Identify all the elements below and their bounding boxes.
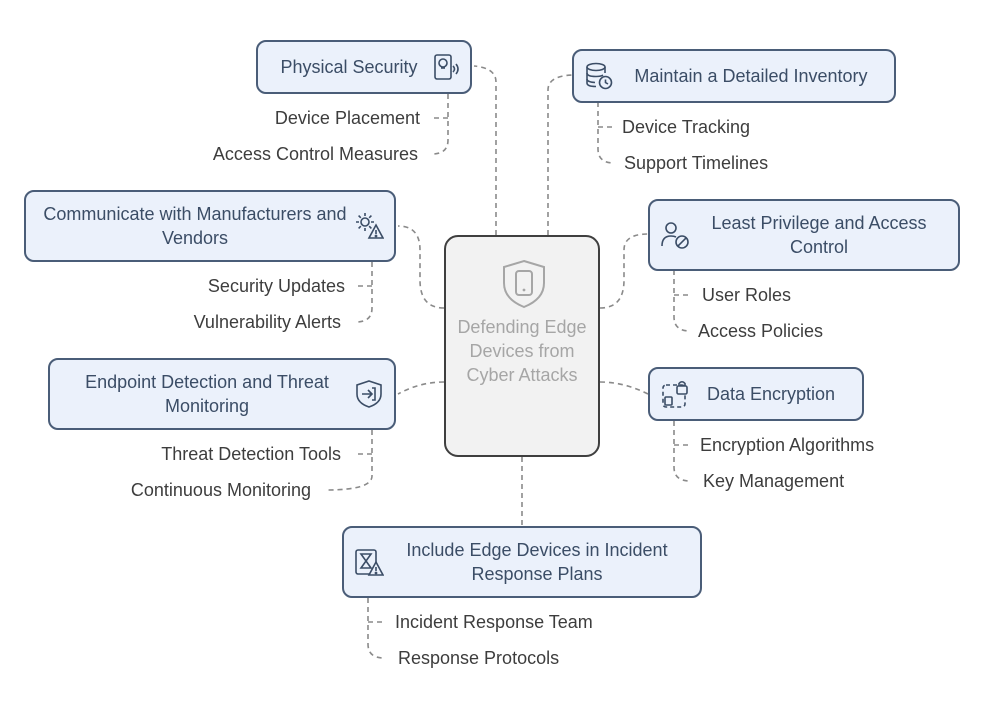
hourglass-warning-icon [354, 547, 384, 577]
gear-warning-icon [354, 211, 384, 241]
leaf-vulnerability-alerts: Vulnerability Alerts [193, 312, 341, 332]
user-blocked-icon [660, 220, 690, 250]
branch-data-encryption: Data Encryption [648, 367, 864, 421]
branch-incident-response: Include Edge Devices in Incident Respons… [342, 526, 702, 598]
branch-title: Communicate with Manufacturers and Vendo… [43, 204, 347, 248]
branch-endpoint-detection: Endpoint Detection and Threat Monitoring [48, 358, 396, 430]
shield-enter-icon [354, 379, 384, 409]
branch-title: Least Privilege and Access Control [711, 213, 927, 257]
branch-title: Maintain a Detailed Inventory [634, 66, 868, 86]
database-clock-icon [584, 61, 614, 91]
center-title: Defending Edge Devices from Cyber Attack… [457, 317, 587, 385]
leaf-encryption-algorithms: Encryption Algorithms [700, 435, 875, 455]
leaf-access-control-measures: Access Control Measures [212, 144, 418, 164]
leaf-access-policies: Access Policies [698, 321, 824, 341]
leaf-device-placement: Device Placement [274, 108, 420, 128]
branch-maintain-inventory: Maintain a Detailed Inventory [572, 49, 896, 103]
shield-phone-icon [503, 259, 545, 309]
connector-privilege [599, 233, 649, 309]
leaf-user-roles: User Roles [702, 285, 792, 305]
branch-title: Physical Security [280, 57, 418, 77]
center-node: Defending Edge Devices from Cyber Attack… [444, 235, 600, 457]
leaf-threat-detection-tools: Threat Detection Tools [161, 444, 341, 464]
connector-physical [473, 65, 497, 235]
branch-title: Data Encryption [706, 384, 836, 404]
branch-communicate-manufacturers: Communicate with Manufacturers and Vendo… [24, 190, 396, 262]
dashed-lock-icon [660, 379, 690, 409]
branch-title: Endpoint Detection and Threat Monitoring [85, 372, 329, 416]
leaf-security-updates: Security Updates [207, 276, 345, 296]
connector-encryption [599, 381, 649, 395]
connector-inventory [547, 74, 573, 235]
leaf-device-tracking: Device Tracking [622, 117, 751, 137]
leaf-support-timelines: Support Timelines [624, 153, 769, 173]
branch-physical-security: Physical Security [256, 40, 472, 94]
branch-title: Include Edge Devices in Incident Respons… [406, 540, 668, 584]
connector-communicate [397, 225, 445, 309]
skull-device-icon [432, 52, 462, 82]
branch-least-privilege: Least Privilege and Access Control [648, 199, 960, 271]
connector-endpoint [397, 381, 445, 395]
leaf-continuous-monitoring: Continuous Monitoring [130, 480, 311, 500]
leaf-response-protocols: Response Protocols [398, 648, 560, 668]
leaf-key-management: Key Management [703, 471, 845, 491]
leaf-incident-response-team: Incident Response Team [395, 612, 593, 632]
